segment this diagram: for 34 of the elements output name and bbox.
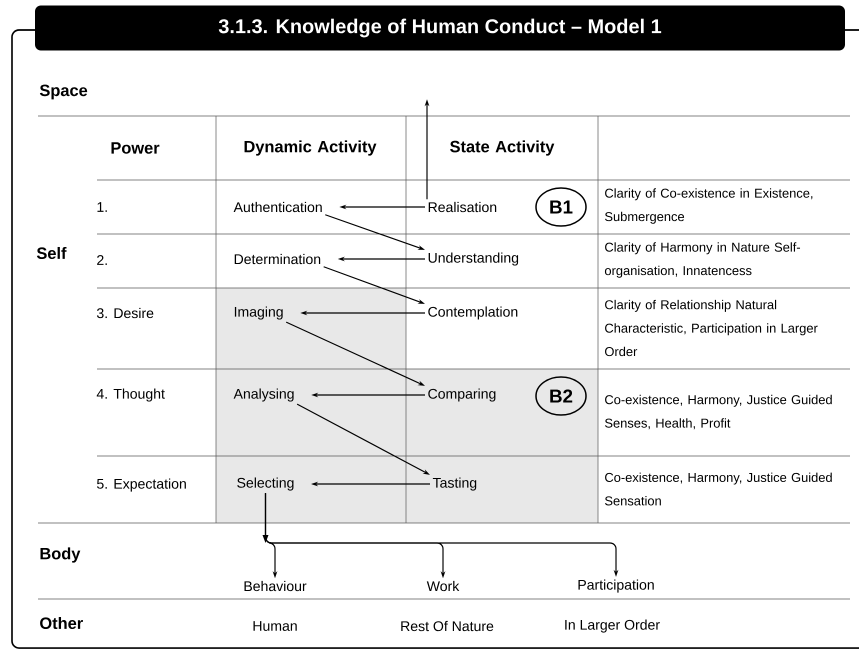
row-label: 2. (97, 255, 107, 265)
heading: Space (40, 84, 88, 100)
activity-text: Comparing (428, 388, 496, 402)
column-heading: State Activity (450, 140, 554, 156)
activity-text: Tasting (432, 477, 476, 491)
heading: Body (40, 547, 80, 563)
description-text: Co-existence, Harmony, Justice Guided Sensation (605, 472, 832, 506)
activity-text: Understanding (428, 252, 518, 266)
title-banner: 3.1.3. Knowledge of Human Conduct – Model 1 (35, 6, 845, 50)
activity-text: Authentication (234, 202, 322, 212)
activity-text: Participation (578, 579, 654, 593)
activity-text: Behaviour (244, 580, 306, 592)
column-heading: Power (112, 142, 160, 154)
row-label: 4. Thought (96, 388, 165, 402)
heading: Self (36, 246, 67, 260)
activity-text: Work (426, 580, 460, 592)
row-label: 3. Desire (96, 308, 154, 318)
heading: Other (40, 616, 83, 630)
activity-text: Analysing (234, 388, 294, 402)
activity-text: Selecting (237, 477, 294, 491)
description-text: Clarity of Harmony in Nature Self-organisation, Innatencess (604, 242, 800, 278)
description-text: Clarity of Co-existence in Existence, Submergence (605, 188, 812, 224)
description-text: Clarity of Relationship Natural Characteristic, Participation in Larger Order (605, 300, 818, 356)
activity-text: Contemplation (428, 306, 518, 320)
category-text: In Larger Order (565, 619, 660, 633)
row-label: 5. Expectation (96, 478, 186, 492)
activity-text: Determination (234, 254, 320, 264)
description-text: Co-existence, Harmony, Justice Guided Senses, Health, Profit (605, 394, 832, 430)
category-text: Rest Of Nature (401, 620, 494, 632)
activity-text: Realisation (428, 202, 496, 212)
category-text: Human (254, 621, 297, 631)
activity-text: Imaging (234, 306, 283, 320)
row-label: 1. (97, 202, 107, 212)
column-heading: Dynamic Activity (244, 140, 376, 156)
